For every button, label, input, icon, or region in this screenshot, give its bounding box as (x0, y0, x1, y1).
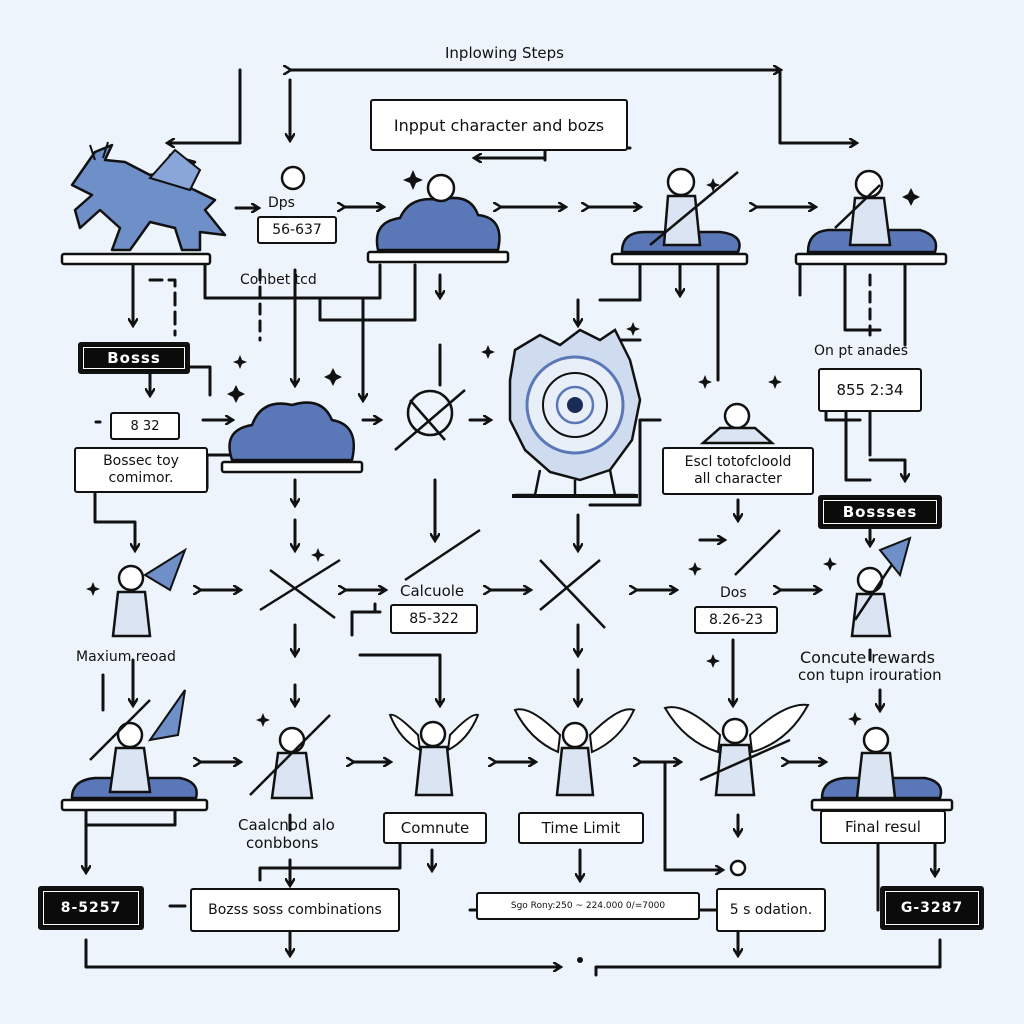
compute-box: Comnute (383, 812, 487, 844)
dps-top-label: Dps (268, 195, 295, 211)
portal-icon (508, 328, 642, 498)
final-result-box: Final resul (820, 810, 946, 844)
small-value-box: 8 32 (110, 412, 180, 440)
bosses-common-box: Bossec toy comimor. (74, 447, 208, 493)
each-character-box: Escl totofcloold all character (662, 447, 814, 495)
calc-combos-line1: Caalcnod alo (238, 816, 335, 834)
bottom-left-value: 8-5257 (38, 886, 144, 930)
cloud-platform-icon (70, 196, 943, 800)
bosss-banner: Bosss (78, 342, 190, 374)
calculate-label: Calcuole (400, 582, 465, 600)
sword-icon (89, 171, 897, 796)
bottom-right-value: G-3287 (880, 886, 984, 930)
bossses-banner: Bossses (818, 495, 942, 529)
diagram-title: Inplowing Steps (445, 44, 564, 62)
boss-combinations-box: Bozss soss combinations (190, 888, 400, 932)
time-limit-box: Time Limit (518, 812, 644, 844)
calc-combos-line2: conbbons (246, 834, 319, 852)
each-character-line1: Escl totofcloold (684, 454, 792, 471)
bosses-common-line2: comimor. (108, 470, 174, 486)
compute-rewards-line1: Concute rewards (800, 648, 935, 667)
platform-dragon (60, 252, 212, 266)
dps-mid-label: Dos (720, 585, 747, 601)
dps-top-value: 56-637 (257, 216, 337, 244)
calc-value-box: 85-322 (390, 604, 478, 634)
formula-box: Sgo Rony:250 ~ 224.000 0/=7000 (476, 892, 700, 920)
bosses-common-line1: Bossec toy (103, 453, 179, 470)
dps-mid-value: 8.26-23 (694, 606, 778, 634)
input-character-boss-box: Inpput character and bozs (370, 99, 628, 151)
right-value-box: 855 2:34 (818, 368, 922, 412)
solution-box: 5 s odation. (716, 888, 826, 932)
optimal-nodes-label: On pt anades (814, 343, 908, 359)
dragon-icon (70, 141, 227, 252)
compute-rewards-line2: con tupn irouration (798, 666, 942, 684)
maximum-reward-label: Maxium reoad (76, 649, 176, 665)
combat-label: Conbet tcd (240, 272, 317, 288)
winged-angel-icon (388, 703, 810, 754)
each-character-line2: all character (694, 471, 782, 487)
sparkle-icon (86, 170, 920, 727)
